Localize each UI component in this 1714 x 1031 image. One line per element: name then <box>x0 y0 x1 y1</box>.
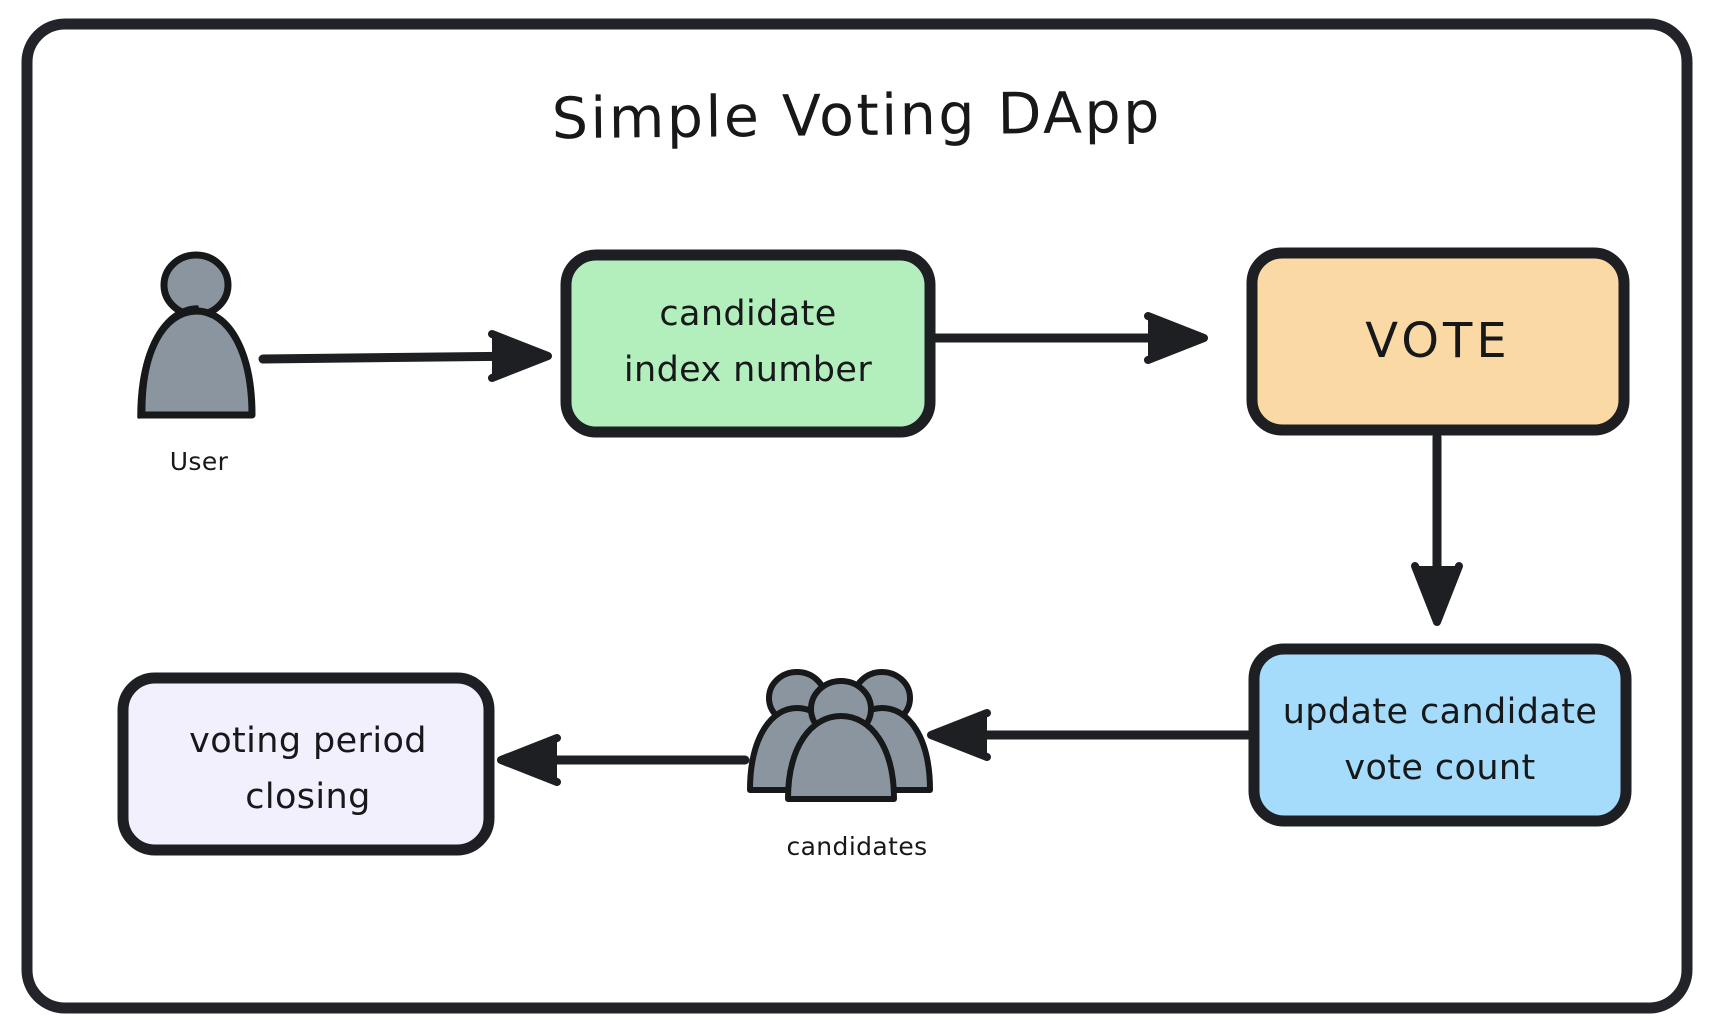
arrow-head <box>1411 562 1463 626</box>
diagram-title-text: Simple Voting DApp <box>551 80 1162 152</box>
arrow-shaft <box>258 351 535 364</box>
node-vote-box[interactable] <box>1246 247 1630 436</box>
node-voting-period-closing-box[interactable] <box>117 672 495 856</box>
node-vote-label: VOTE <box>1365 313 1510 369</box>
arrow-user-to-candidate-index <box>258 330 552 382</box>
page-title: Simple Voting DApp <box>551 80 1162 152</box>
arrow-candidate-index-to-vote <box>931 312 1208 364</box>
group-of-people-icon <box>747 669 933 802</box>
node-vote[interactable]: VOTE <box>1246 247 1630 436</box>
node-candidate-index[interactable]: candidate index number <box>560 249 936 438</box>
node-update-count-box[interactable] <box>1248 643 1632 827</box>
person-body <box>138 307 256 419</box>
single-person-icon <box>137 251 256 419</box>
node-voting-period-closing-line-1: voting period <box>189 721 427 761</box>
user-caption: User <box>170 447 229 476</box>
arrow-head <box>927 709 991 761</box>
node-voting-period-closing-line-2: closing <box>245 777 371 817</box>
node-candidate-index-line-1: candidate <box>659 294 836 334</box>
arrow-head <box>488 330 552 382</box>
node-update-count-line-1: update candidate <box>1283 692 1598 732</box>
node-candidate-index-line-2: index number <box>624 350 872 390</box>
arrow-vote-to-update-count <box>1411 432 1463 626</box>
candidates-actor: candidates <box>747 669 933 861</box>
arrow-candidates-to-voting-period-closing <box>497 734 750 786</box>
node-voting-period-closing[interactable]: voting period closing <box>117 672 495 856</box>
node-update-count-line-2: vote count <box>1344 748 1535 788</box>
person-body-center <box>785 713 897 802</box>
arrow-update-count-to-candidates <box>927 709 1255 761</box>
arrow-head <box>497 734 561 786</box>
candidates-caption: candidates <box>786 832 927 861</box>
node-candidate-index-box[interactable] <box>560 249 936 438</box>
person-body-sketch-line <box>137 305 199 419</box>
user-actor: User <box>137 251 256 476</box>
arrow-head <box>1144 312 1208 364</box>
node-update-count[interactable]: update candidate vote count <box>1248 643 1632 827</box>
